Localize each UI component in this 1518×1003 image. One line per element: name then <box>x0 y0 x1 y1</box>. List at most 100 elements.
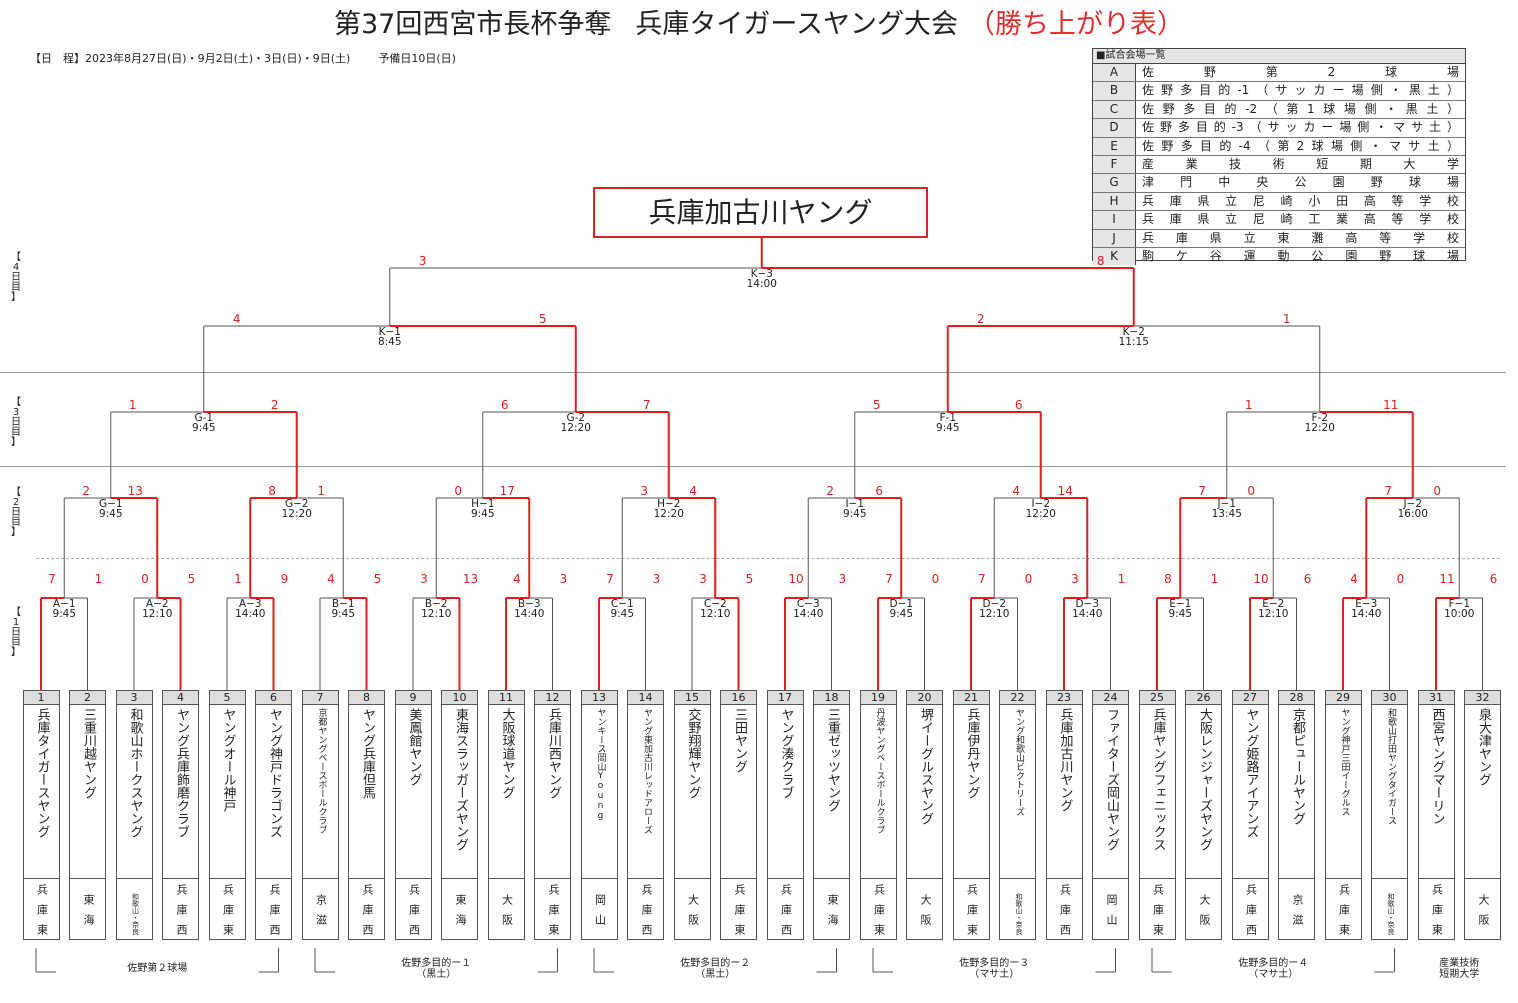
team-divider <box>1232 878 1268 879</box>
team-name: 堺イーグルスヤング <box>918 708 933 825</box>
match-code: F-1 <box>939 412 956 424</box>
venue-code: G <box>1093 174 1136 192</box>
score-right: 5 <box>745 572 754 586</box>
score-right: 0 <box>1396 572 1405 586</box>
team-name: 大阪球道ヤング <box>499 708 515 799</box>
venue-name: 佐野多目的-2（第1球場側・黒土） <box>1142 101 1459 116</box>
score-right: 3 <box>559 572 568 586</box>
team-name: ヤング神戸三田イーグルス <box>1339 708 1350 816</box>
score-left: 4 <box>1350 572 1358 586</box>
day-divider <box>36 558 1500 559</box>
match-code: D−1 <box>889 598 914 610</box>
match-code: J−2 <box>1403 498 1423 510</box>
team-number: 23 <box>1046 691 1082 705</box>
team-name: ファイターズ岡山ヤング <box>1104 708 1119 851</box>
team-name: 三重川越ヤング <box>81 708 96 799</box>
team-region: 兵庫西 <box>1244 884 1258 944</box>
team-name: 兵庫伊丹ヤング <box>964 708 980 799</box>
team-region: 兵庫東 <box>1430 884 1444 944</box>
schedule-reserve: 予備日10日(日) <box>378 52 456 65</box>
score-left: 4 <box>232 312 241 326</box>
score-left: 7 <box>48 572 56 586</box>
match-time: 12:10 <box>421 608 452 620</box>
team-divider <box>628 878 663 879</box>
score-left: 3 <box>418 254 427 268</box>
venue-name: 佐野多目的-3（サッカー場側・マサ土） <box>1142 120 1459 135</box>
match-code: A−1 <box>52 598 76 610</box>
team-region: 兵庫西 <box>640 884 653 944</box>
match-time: 14:40 <box>514 608 545 620</box>
team-region: 大阪 <box>686 894 700 934</box>
score-left: 8 <box>1164 572 1172 586</box>
team-number: 1 <box>23 691 59 705</box>
team-divider <box>907 878 942 879</box>
score-left: 7 <box>606 572 614 586</box>
score-right: 13 <box>462 572 479 586</box>
score-left: 10 <box>1253 572 1269 586</box>
score-left: 7 <box>885 572 893 586</box>
title-tournament: 兵庫タイガースヤング大会 <box>635 9 958 40</box>
team-number: 18 <box>814 691 849 705</box>
match-code: D−3 <box>1075 598 1100 610</box>
team-number: 31 <box>1418 691 1454 705</box>
match-code: C−1 <box>610 598 634 610</box>
team-number: 16 <box>721 691 756 705</box>
team-region: 岡山 <box>1105 894 1118 934</box>
venue-name: 産業技術短期大学 <box>1142 156 1459 171</box>
score-right: 4 <box>689 484 698 498</box>
score-right: 6 <box>875 484 884 498</box>
team-number: 14 <box>628 691 663 705</box>
team-divider <box>116 878 152 879</box>
match-time: 9:45 <box>52 608 77 620</box>
team-divider <box>256 878 291 879</box>
score-left: 7 <box>1198 484 1207 498</box>
team-region: 兵庫西 <box>268 884 281 944</box>
title-suffix: （勝ち上がり表） <box>968 9 1184 40</box>
team-name: 兵庫タイガースヤング <box>34 708 50 838</box>
score-right: 0 <box>1433 484 1442 498</box>
score-right: 3 <box>838 572 847 586</box>
match-time: 13:45 <box>1211 508 1242 520</box>
match-time: 14:40 <box>1072 608 1103 620</box>
match-code: A−2 <box>145 598 169 610</box>
score-right: 14 <box>1057 484 1073 498</box>
team-number: 21 <box>953 691 989 705</box>
score-right: 1 <box>317 484 326 498</box>
team-region: 兵庫東 <box>1151 884 1165 944</box>
match-time: 9:45 <box>470 508 495 520</box>
champion-box: 兵庫加古川ヤング <box>593 187 928 238</box>
score-left: 3 <box>1071 572 1079 586</box>
team-number: 26 <box>1186 691 1221 705</box>
team-region: 兵庫西 <box>361 884 374 944</box>
team-number: 8 <box>349 691 384 705</box>
score-right: 0 <box>1024 572 1033 586</box>
team-divider <box>1093 878 1128 879</box>
team-divider <box>953 878 989 879</box>
score-right: 0 <box>931 572 940 586</box>
team-name: 和歌山ホークスヤング <box>127 708 143 838</box>
score-right: 9 <box>280 572 289 586</box>
venue-code: A <box>1093 64 1136 82</box>
score-right: 7 <box>642 398 651 412</box>
venue-name: 兵庫県立尼崎工業高等学校 <box>1142 212 1459 227</box>
team-number: 11 <box>488 691 524 705</box>
team-divider <box>1418 878 1454 879</box>
team-number: 5 <box>209 691 245 705</box>
match-code: E−3 <box>1355 598 1378 610</box>
match-code: K−3 <box>750 268 773 280</box>
team-region: 兵庫東 <box>733 884 746 944</box>
